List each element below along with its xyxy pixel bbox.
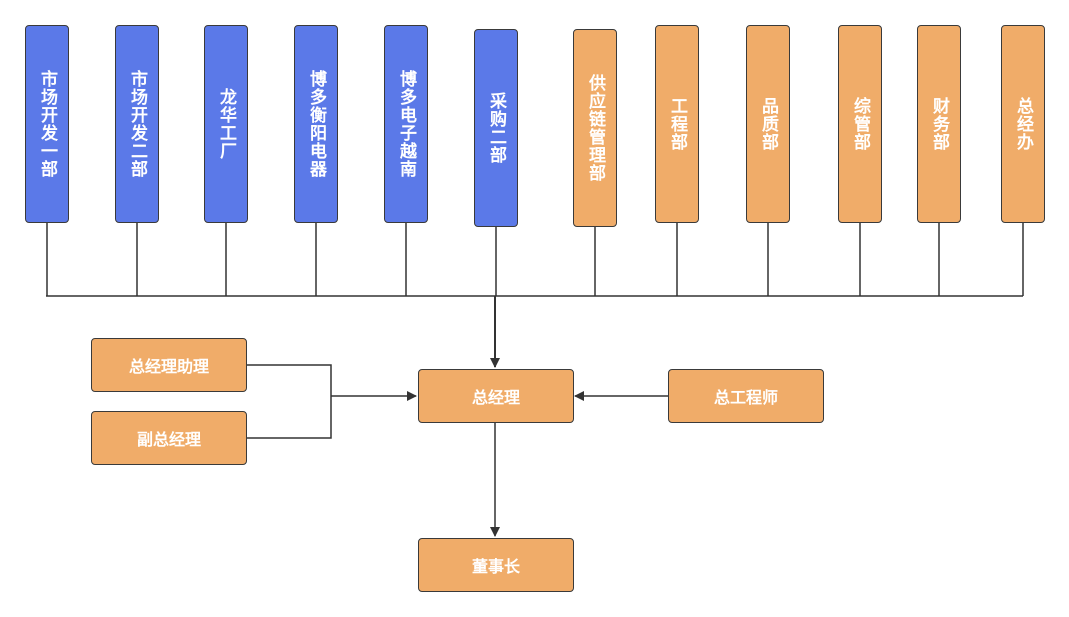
department-box[interactable]: 综管部 (838, 25, 882, 223)
department-box[interactable]: 供应链管理部 (573, 29, 617, 227)
department-box[interactable]: 市场开发二部 (115, 25, 159, 223)
general-manager-box[interactable]: 总经理 (418, 369, 574, 423)
assistant-connector (247, 364, 332, 439)
department-drop-lines (46, 223, 1024, 296)
department-box[interactable]: 工程部 (655, 25, 699, 223)
department-box[interactable]: 龙华工厂 (204, 25, 248, 223)
department-box[interactable]: 博多电子越南 (384, 25, 428, 223)
chief-engineer-box[interactable]: 总工程师 (668, 369, 824, 423)
department-box[interactable]: 采购二部 (474, 29, 518, 227)
chairman-box[interactable]: 董事长 (418, 538, 574, 592)
deputy-gm-box[interactable]: 副总经理 (91, 411, 247, 465)
gm-assistant-box[interactable]: 总经理助理 (91, 338, 247, 392)
department-box[interactable]: 博多衡阳电器 (294, 25, 338, 223)
department-box[interactable]: 财务部 (917, 25, 961, 223)
department-box[interactable]: 品质部 (746, 25, 790, 223)
department-box[interactable]: 总经办 (1001, 25, 1045, 223)
department-box[interactable]: 市场开发一部 (25, 25, 69, 223)
